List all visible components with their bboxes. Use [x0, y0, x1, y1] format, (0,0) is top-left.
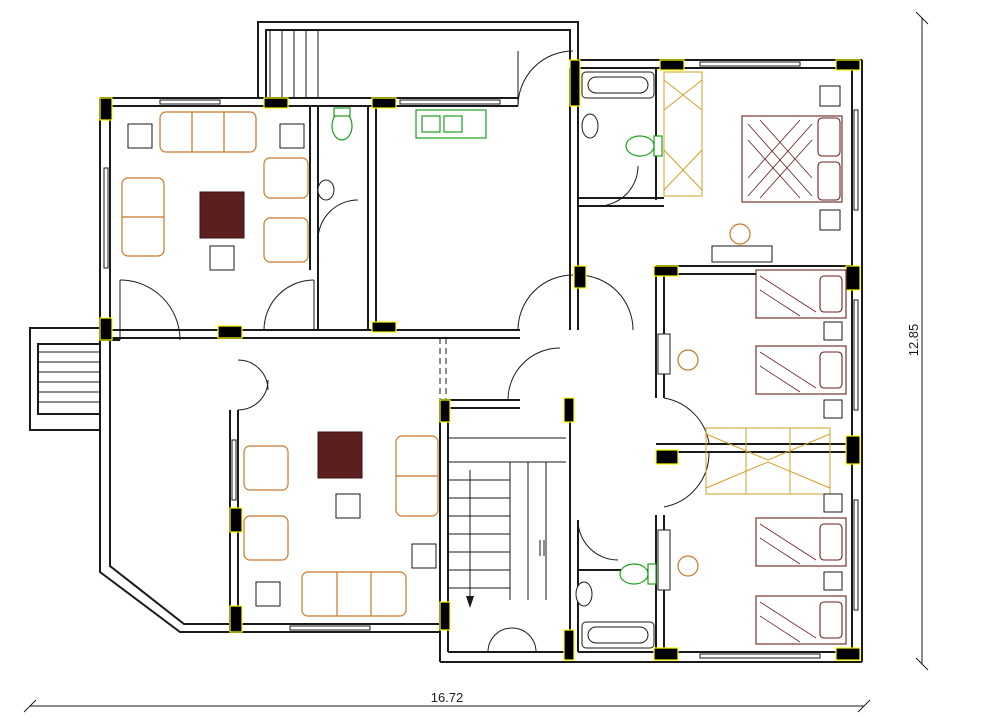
vertical-dimension: 12.85 [906, 11, 929, 671]
bathroom-2 [575, 563, 657, 649]
wardrobes [663, 71, 831, 495]
horizontal-dimension: 16.72 [23, 690, 871, 713]
living-room-2-furniture [243, 431, 439, 617]
master-bed [711, 85, 843, 263]
doors [119, 50, 710, 653]
kitchen-and-wc [317, 107, 487, 201]
structural-columns [99, 59, 861, 661]
bathroom-1 [581, 71, 663, 157]
height-dimension-label: 12.85 [906, 324, 921, 357]
bedroom-3-beds [657, 493, 847, 645]
windows [103, 61, 859, 659]
staircase [448, 437, 566, 608]
living-room-1-furniture [121, 111, 309, 271]
interior-walls [110, 68, 852, 652]
bedroom-2-beds [657, 269, 847, 419]
width-dimension-label: 16.72 [431, 690, 464, 705]
